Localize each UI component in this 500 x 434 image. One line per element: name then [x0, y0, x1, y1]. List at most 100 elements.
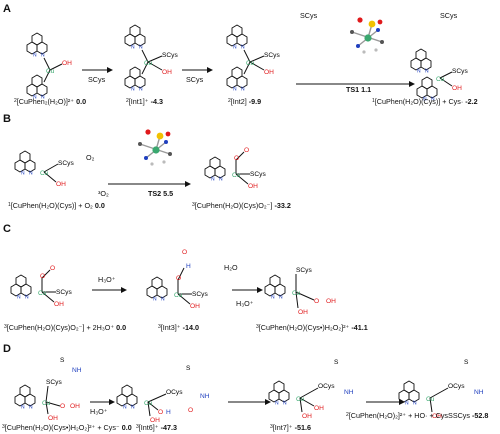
reagent-d1: H₃O⁺ — [90, 407, 108, 416]
structure-d2: Cu OCys OH OH S NH — [268, 359, 354, 420]
svg-text:SCys: SCys — [296, 267, 312, 274]
svg-text:O: O — [234, 155, 239, 162]
svg-text:Cu: Cu — [174, 292, 183, 299]
structure-d0: Cu SCys O OH OH S NH — [14, 357, 82, 422]
svg-text:SCys: SCys — [56, 289, 72, 296]
svg-text:O: O — [244, 147, 249, 154]
svg-text:Cu: Cu — [246, 60, 255, 67]
reagent-c2: H₂O — [224, 263, 238, 272]
svg-text:OCys: OCys — [166, 389, 183, 396]
panel-c-letter: C — [3, 223, 11, 235]
svg-text:OCys: OCys — [318, 383, 335, 390]
structure-c1: Cu O H O SCys OH — [146, 249, 208, 310]
reagent-a2: SCys — [186, 75, 204, 84]
reagent-a1: SCys — [88, 75, 106, 84]
svg-text:Cu: Cu — [144, 400, 153, 407]
species-label-c1: 3[Int3]⁺ -14.0 — [158, 323, 199, 332]
svg-text:NH: NH — [200, 393, 210, 400]
svg-text:OH: OH — [70, 403, 80, 410]
svg-text:O: O — [40, 273, 45, 280]
svg-text:SCys: SCys — [264, 52, 280, 59]
svg-text:OH: OH — [56, 181, 66, 188]
svg-text:H: H — [166, 409, 171, 416]
ts1-model — [349, 16, 385, 55]
structure-b1: Cu O O SCys OH — [204, 147, 266, 190]
species-label-a1: 2[Int1]⁺ -4.3 — [126, 97, 163, 106]
svg-text:O: O — [176, 275, 181, 282]
svg-text:OH: OH — [326, 298, 336, 305]
svg-text:S: S — [186, 365, 191, 372]
reagent-b-o2: O₂ — [86, 153, 95, 162]
svg-text:OH: OH — [314, 405, 324, 412]
svg-text:S: S — [464, 359, 469, 366]
svg-text:SCys: SCys — [58, 160, 74, 167]
svg-text:O: O — [182, 249, 187, 256]
svg-text:Cu: Cu — [38, 290, 47, 297]
structure-a3: Cu SCys OH — [410, 48, 468, 103]
reagent-a4: SCys — [440, 11, 458, 20]
svg-text:NH: NH — [72, 367, 82, 374]
svg-text:OH: OH — [248, 183, 258, 190]
species-label-a0: 2[CuPhen₂(H₂O)]²⁺ 0.0 — [14, 97, 86, 106]
svg-text:SCys: SCys — [452, 68, 468, 75]
species-label-c0: 3[CuPhen(H₂O)(Cys)O₂⁻] + 2H₃O⁺ 0.0 — [4, 323, 126, 332]
species-label-d2: 3[Int7]⁺ -51.6 — [270, 423, 311, 432]
reagent-a3: SCys — [300, 11, 318, 20]
svg-text:Cu: Cu — [232, 172, 241, 179]
svg-text:OH: OH — [48, 415, 58, 422]
svg-text:SCys: SCys — [250, 171, 266, 178]
svg-text:SCys: SCys — [46, 379, 62, 386]
svg-text:SCys: SCys — [162, 52, 178, 59]
species-label-d0: 3[CuPhen(H₂O)(Cys•)H₂O₂]²⁺ + Cys⁻ 0.0 — [2, 423, 132, 432]
ts2-model — [137, 128, 173, 167]
panel-b-letter: B — [3, 113, 11, 125]
svg-text:S: S — [60, 357, 65, 364]
svg-text:SCys: SCys — [192, 291, 208, 298]
structure-d3: Cu OCys OH S NH — [398, 359, 484, 420]
svg-text:Cu: Cu — [292, 290, 301, 297]
svg-text:H: H — [186, 263, 191, 270]
reagent-c1: H₃O⁺ — [98, 275, 116, 284]
svg-text:OH: OH — [302, 413, 312, 420]
svg-text:OH: OH — [264, 69, 274, 76]
structure-d1: Cu OCys O H OH O NH S — [116, 365, 210, 424]
structure-a2: Cu SCys OH — [226, 24, 280, 93]
panel-d-letter: D — [3, 343, 11, 355]
structure-b0: Cu SCys OH — [14, 150, 74, 188]
svg-text:S: S — [334, 359, 339, 366]
svg-text:OH: OH — [54, 301, 64, 308]
structure-a1: Cu SCys OH — [124, 24, 178, 93]
species-label-b0: 1[CuPhen(H₂O)(Cys)] + O₂ 0.0 — [8, 201, 105, 210]
svg-text:NH: NH — [474, 389, 484, 396]
svg-text:NH: NH — [344, 389, 354, 396]
reagent-b-3o2: ³O₂ — [98, 189, 109, 198]
svg-text:Cu: Cu — [144, 60, 153, 67]
structure-c2: Cu SCys O OH OH — [264, 267, 336, 316]
svg-text:OH: OH — [452, 85, 462, 92]
species-label-d1: 3[Int6]⁺ -47.3 — [136, 423, 177, 432]
panel-a-letter: A — [3, 3, 11, 15]
svg-text:O: O — [314, 298, 319, 305]
svg-text:O: O — [60, 403, 65, 410]
svg-text:OH: OH — [162, 69, 172, 76]
svg-text:OCys: OCys — [448, 383, 465, 390]
svg-text:O: O — [50, 265, 55, 272]
svg-text:Cu: Cu — [426, 396, 435, 403]
species-label-a2: 2[Int2] -9.9 — [228, 97, 261, 106]
reagent-c3: H₃O⁺ — [236, 299, 254, 308]
species-label-b1: 3[CuPhen(H₂O)(Cys)O₂⁻] -33.2 — [192, 201, 291, 210]
ts1-label: TS1 1.1 — [346, 85, 371, 94]
species-label-c2: 3[CuPhen(H₂O)(Cys•)H₂O₂]²⁺ -41.1 — [256, 323, 368, 332]
svg-text:OH: OH — [62, 60, 72, 67]
svg-text:Cu: Cu — [42, 400, 51, 407]
svg-text:Cu: Cu — [436, 76, 445, 83]
svg-text:O: O — [158, 409, 163, 416]
svg-text:OH: OH — [298, 309, 308, 316]
svg-text:Cu: Cu — [40, 170, 49, 177]
species-label-a3: 1[CuPhen(H₂O)(Cys)] + Cys· -2.2 — [372, 97, 478, 106]
svg-text:OH: OH — [190, 303, 200, 310]
svg-text:Cu: Cu — [46, 68, 55, 75]
svg-text:O: O — [188, 407, 193, 414]
structure-a0: Cu OH — [26, 32, 72, 101]
